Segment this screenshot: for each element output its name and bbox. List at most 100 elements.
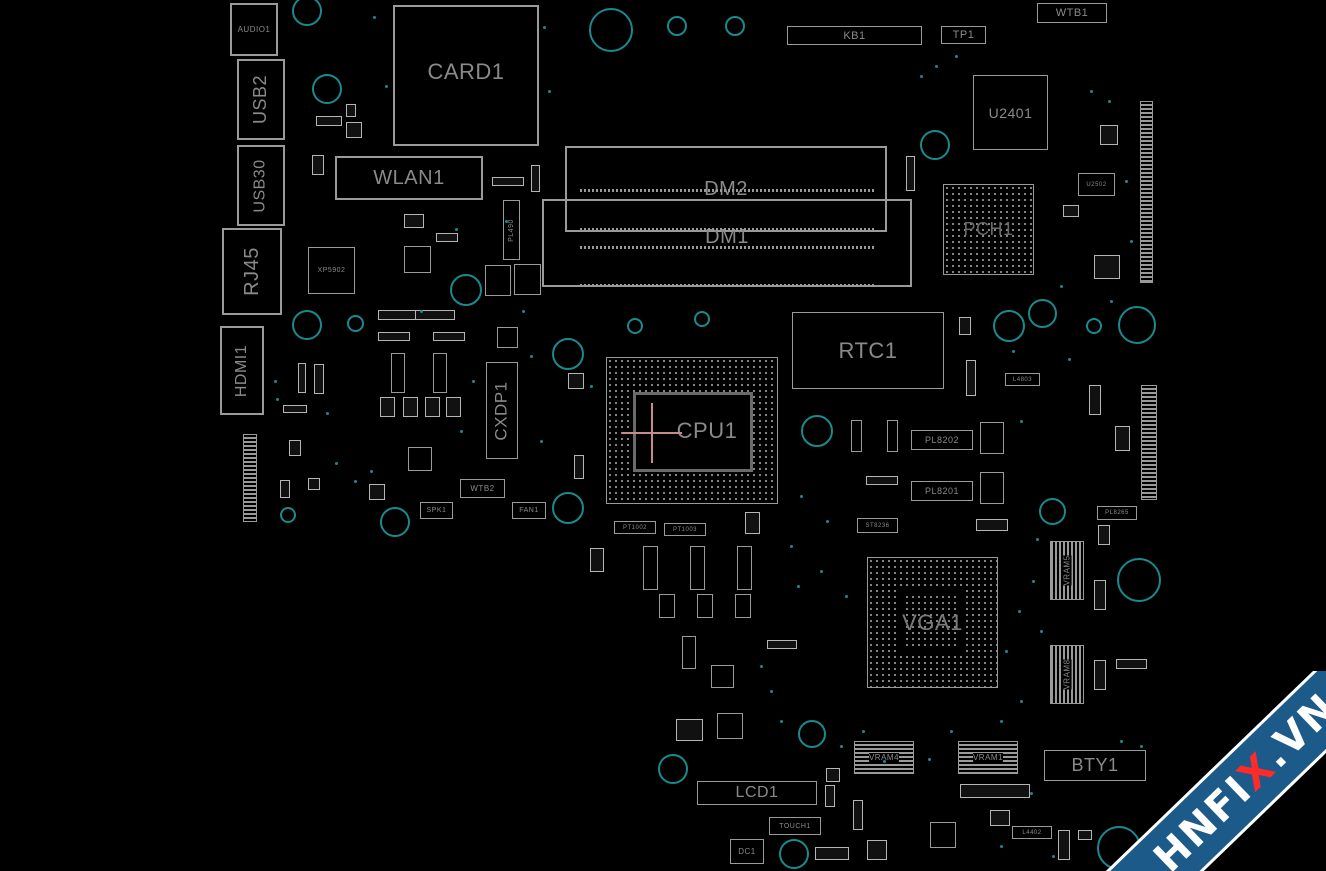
smd-part[interactable] <box>415 310 455 320</box>
smd-part[interactable] <box>436 233 458 242</box>
smd-part[interactable] <box>568 373 584 389</box>
usb-port-usb2[interactable]: USB2 <box>237 59 285 140</box>
smd-part[interactable] <box>745 512 760 534</box>
smd-part[interactable] <box>378 310 416 320</box>
smd-part[interactable] <box>1094 660 1106 690</box>
smd-part[interactable] <box>531 165 540 192</box>
smd-part[interactable] <box>280 480 290 498</box>
smd-part[interactable] <box>1089 385 1101 415</box>
keyboard-connector-kb1[interactable]: KB1 <box>787 26 922 45</box>
smd-part[interactable] <box>906 156 915 191</box>
smd-part[interactable] <box>1063 205 1079 217</box>
inductor-l4402[interactable]: L4402 <box>1012 826 1052 839</box>
smd-part[interactable] <box>378 332 410 341</box>
memory-vram4[interactable]: VRAM4 <box>854 741 914 774</box>
ethernet-port-rj45[interactable]: RJ45 <box>222 228 282 315</box>
ic-xp5902[interactable]: XP5902 <box>308 247 355 294</box>
smd-part[interactable] <box>1098 525 1110 545</box>
smd-part[interactable] <box>815 847 849 860</box>
dc-jack-dc1[interactable]: DC1 <box>730 839 764 864</box>
mosfet[interactable] <box>930 822 956 848</box>
usb-port-usb30[interactable]: USB30 <box>237 145 285 226</box>
chipset-pch1[interactable]: PCH1 <box>943 184 1034 275</box>
inductor[interactable] <box>433 353 447 393</box>
ic-u2401[interactable]: U2401 <box>973 75 1048 150</box>
smd-part[interactable] <box>446 397 461 417</box>
inductor-pl8265[interactable]: PL8265 <box>1097 506 1137 520</box>
smd-part[interactable] <box>346 122 362 138</box>
mosfet[interactable] <box>659 594 675 618</box>
smd-part[interactable] <box>404 214 424 228</box>
smd-part[interactable] <box>959 317 971 335</box>
smd-part[interactable] <box>990 810 1010 826</box>
thermistor-pt1003[interactable]: PT1003 <box>664 523 706 536</box>
mosfet[interactable] <box>404 246 431 273</box>
smd-part[interactable] <box>433 332 465 341</box>
smd-part[interactable] <box>853 800 863 830</box>
mosfet[interactable] <box>697 594 713 618</box>
debug-connector-cxdp1[interactable]: CXDP1 <box>486 362 518 459</box>
inductor[interactable] <box>690 546 705 590</box>
smd-part[interactable] <box>1058 830 1070 860</box>
smd-part[interactable] <box>289 440 301 456</box>
smd-part[interactable] <box>1115 426 1130 451</box>
mosfet[interactable] <box>497 327 518 348</box>
smd-part[interactable] <box>866 476 898 485</box>
inductor-pl490[interactable]: PL490 <box>503 200 520 260</box>
smd-part[interactable] <box>1100 125 1118 145</box>
smd-part[interactable] <box>826 768 840 782</box>
touch-connector-touch1[interactable]: TOUCH1 <box>769 817 821 835</box>
card-reader-card1[interactable]: CARD1 <box>393 5 539 146</box>
touchpad-connector-tp1[interactable]: TP1 <box>941 26 986 44</box>
smd-part[interactable] <box>380 397 395 417</box>
smd-part[interactable] <box>676 719 703 741</box>
side-connector[interactable] <box>1140 101 1153 283</box>
ic-u2502[interactable]: U2502 <box>1078 173 1115 196</box>
component-st8236[interactable]: ST8236 <box>857 518 898 533</box>
fan-connector-fan1[interactable]: FAN1 <box>512 502 546 519</box>
smd-part[interactable] <box>283 405 307 413</box>
mosfet[interactable] <box>408 447 432 471</box>
memory-vram1[interactable]: VRAM1 <box>958 741 1018 774</box>
wlan-slot-wlan1[interactable]: WLAN1 <box>335 156 483 200</box>
gpu-vga1[interactable]: VGA1 <box>867 557 998 688</box>
smd-part[interactable] <box>976 519 1008 531</box>
dimm-slot-dm1[interactable]: DM1 <box>542 199 912 287</box>
inductor[interactable] <box>391 353 405 393</box>
smd-part[interactable] <box>1094 580 1106 610</box>
smd-part[interactable] <box>767 640 797 649</box>
side-connector[interactable] <box>243 434 257 522</box>
smd-part[interactable] <box>590 548 604 572</box>
lcd-connector-lcd1[interactable]: LCD1 <box>697 781 817 805</box>
smd-part[interactable] <box>403 397 418 417</box>
speaker-connector-spk1[interactable]: SPK1 <box>420 502 453 519</box>
smd-part[interactable] <box>346 104 356 117</box>
smd-part[interactable] <box>867 840 887 860</box>
mosfet[interactable] <box>711 665 734 688</box>
rtc-battery-rtc1[interactable]: RTC1 <box>792 312 944 389</box>
capacitor-pair[interactable] <box>851 420 862 452</box>
smd-part[interactable] <box>298 363 306 393</box>
mosfet[interactable] <box>717 713 743 739</box>
smd-part[interactable] <box>425 397 440 417</box>
smd-part[interactable] <box>369 484 385 500</box>
smd-part[interactable] <box>960 784 1030 798</box>
memory-vram8[interactable]: VRAM8 <box>1050 645 1084 704</box>
mosfet[interactable] <box>980 422 1004 454</box>
battery-connector-bty1[interactable]: BTY1 <box>1044 750 1146 781</box>
processor-cpu1[interactable]: CPU1 <box>606 357 778 504</box>
wire-to-board-wtb1[interactable]: WTB1 <box>1037 3 1107 23</box>
mosfet[interactable] <box>980 472 1004 504</box>
smd-part[interactable] <box>1078 830 1092 840</box>
inductor-pl8201[interactable]: PL8201 <box>911 481 973 501</box>
smd-part[interactable] <box>1116 659 1147 669</box>
smd-part[interactable] <box>312 155 324 175</box>
capacitor-large[interactable] <box>514 264 541 295</box>
inductor-l4803[interactable]: L4803 <box>1005 373 1040 386</box>
inductor[interactable] <box>737 546 752 590</box>
capacitor-pair[interactable] <box>887 420 898 452</box>
audio-jack-audio1[interactable]: AUDIO1 <box>230 3 278 56</box>
inductor[interactable] <box>682 636 696 669</box>
smd-part[interactable] <box>316 116 342 126</box>
hdmi-port-hdmi1[interactable]: HDMI1 <box>220 326 264 415</box>
